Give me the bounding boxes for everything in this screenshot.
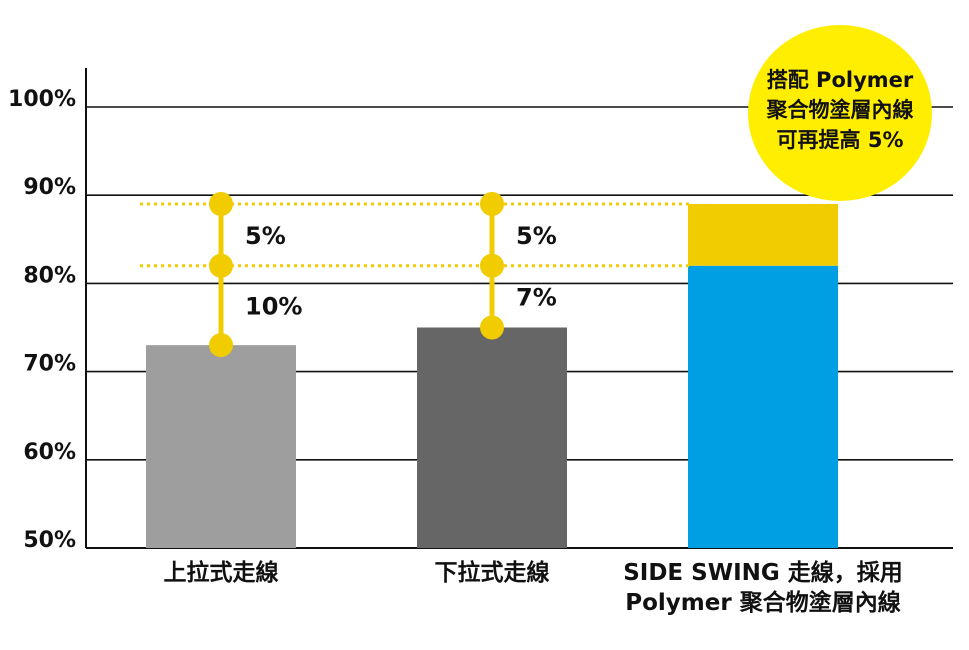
y-tick-label: 90%	[23, 175, 76, 200]
annotation-label: 5%	[516, 222, 557, 250]
y-tick-label: 60%	[23, 440, 76, 465]
callout-ellipse	[748, 25, 932, 201]
x-category-label: Polymer 聚合物塗層內線	[625, 589, 900, 616]
callout-text: 聚合物塗層內線	[766, 98, 914, 122]
x-category-label: 下拉式走線	[435, 559, 550, 586]
difference-annotations: 10% 5% 7% 5%	[209, 192, 557, 358]
annotation-label: 10%	[245, 292, 302, 320]
bar-1	[146, 345, 296, 548]
bars	[146, 204, 838, 548]
bar-3	[688, 265, 838, 548]
annotation-label: 5%	[245, 222, 286, 250]
y-tick-label: 100%	[8, 87, 76, 112]
x-category-labels: 上拉式走線 下拉式走線 SIDE SWING 走線，採用 Polymer 聚合物塗層內…	[164, 559, 903, 616]
x-category-label: SIDE SWING 走線，採用	[623, 559, 903, 586]
annotation-dot	[209, 192, 233, 217]
annotation-dot	[480, 192, 504, 217]
callout-text: 可再提高 5%	[777, 128, 904, 152]
annotation-label: 7%	[516, 284, 557, 312]
bar-3-increment	[688, 204, 838, 266]
bar-2	[417, 327, 567, 548]
callout-text: 搭配 Polymer	[767, 68, 914, 92]
y-tick-label: 50%	[23, 528, 76, 553]
x-category-label: 上拉式走線	[164, 559, 279, 586]
annotation-dot	[480, 315, 504, 340]
annotation-dot	[209, 333, 233, 358]
y-tick-labels: 100% 90% 80% 70% 60% 50%	[8, 87, 76, 553]
y-tick-label: 70%	[23, 352, 76, 377]
y-tick-label: 80%	[23, 263, 76, 288]
